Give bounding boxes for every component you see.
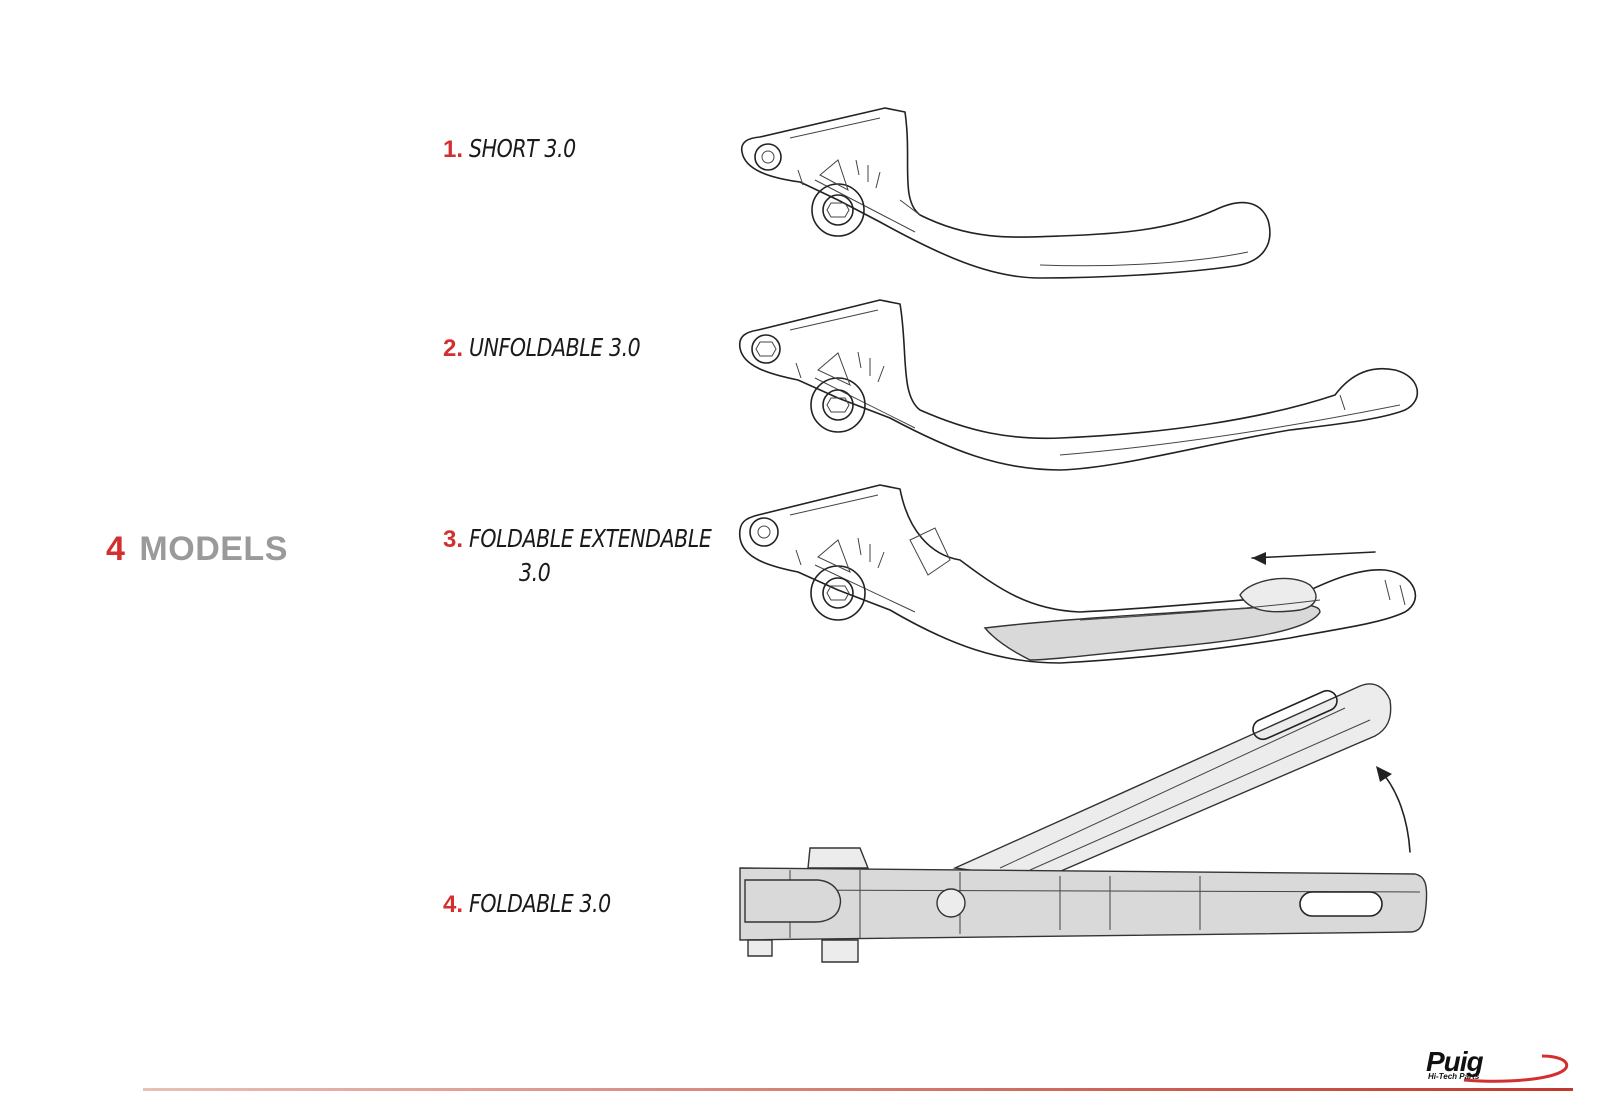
model-name: FOLDABLE 3.0	[469, 889, 611, 918]
model-name: SHORT 3.0	[469, 134, 576, 163]
model-index: 4.	[443, 891, 464, 918]
fold-arrow-icon	[1376, 766, 1411, 853]
logo-swoosh-icon	[1463, 1054, 1569, 1083]
section-number: 4	[106, 530, 126, 568]
section-heading: MODELS	[139, 530, 288, 568]
footer-divider	[143, 1088, 1573, 1091]
model-label-1: 1.SHORT 3.0	[443, 134, 599, 164]
model-label-2: 2.UNFOLDABLE 3.0	[443, 333, 678, 363]
lever-foldable-drawing	[739, 683, 1428, 963]
model-label-3: 3.FOLDABLE EXTENDABLE 3.0	[443, 524, 765, 587]
section-title: 4 MODELS	[106, 530, 288, 569]
brand-wordmark: Puig	[1426, 1046, 1484, 1077]
brand-tagline: Hi-Tech Parts	[1428, 1072, 1480, 1081]
puig-logo: Puig Hi-Tech Parts	[1424, 1046, 1570, 1084]
model-index: 1.	[443, 136, 464, 163]
model-label-4: 4.FOLDABLE 3.0	[443, 889, 642, 919]
lever-unfoldable-drawing	[738, 299, 1419, 471]
lever-foldable-extendable-drawing	[738, 484, 1417, 664]
model-index: 3.	[443, 526, 464, 553]
model-name-line2: 3.0	[519, 558, 551, 587]
model-index: 2.	[443, 335, 464, 362]
lever-short-drawing	[740, 107, 1271, 279]
model-name: UNFOLDABLE 3.0	[469, 333, 641, 362]
extend-arrow-icon	[1251, 551, 1376, 565]
model-name: FOLDABLE EXTENDABLE	[469, 524, 712, 553]
